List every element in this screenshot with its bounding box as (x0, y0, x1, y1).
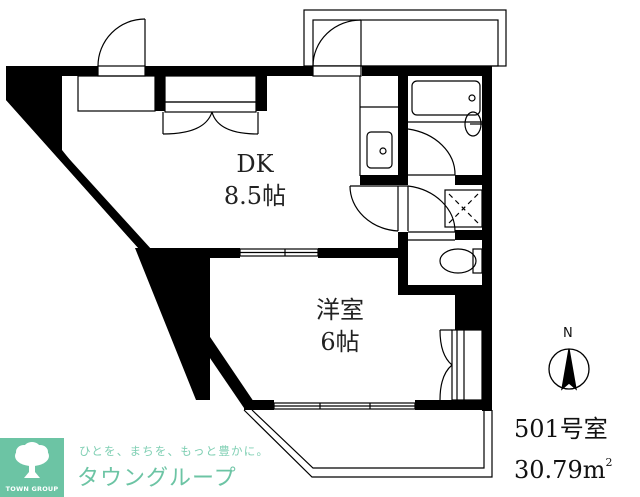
unit-info: 501号室 30.79m2 (514, 412, 612, 487)
tagline: ひとを、まちを、もっと豊かに。 (79, 444, 270, 458)
company-name: タウングループ (77, 466, 237, 491)
room-dk-name: DK (236, 150, 274, 178)
logo-text: TOWN GROUP (5, 485, 59, 493)
room-western-size: 6帖 (320, 328, 360, 356)
unit-number: 501号室 (514, 415, 608, 443)
room-dk-size: 8.5帖 (223, 182, 287, 210)
room-dk: DK 8.5帖 (195, 148, 315, 212)
walls (6, 66, 492, 411)
town-group-logo: TOWN GROUP (0, 438, 64, 497)
compass-icon (548, 348, 590, 391)
unit-area-sup: 2 (605, 456, 613, 469)
room-western: 洋室 6帖 (280, 294, 400, 358)
tree-icon (15, 442, 49, 478)
room-western-name: 洋室 (316, 296, 364, 324)
thin-lines (77, 9, 507, 478)
unit-area: 30.79m2 (514, 446, 612, 487)
compass-north-label: N (563, 326, 573, 341)
unit-area-value: 30.79m (514, 456, 606, 484)
